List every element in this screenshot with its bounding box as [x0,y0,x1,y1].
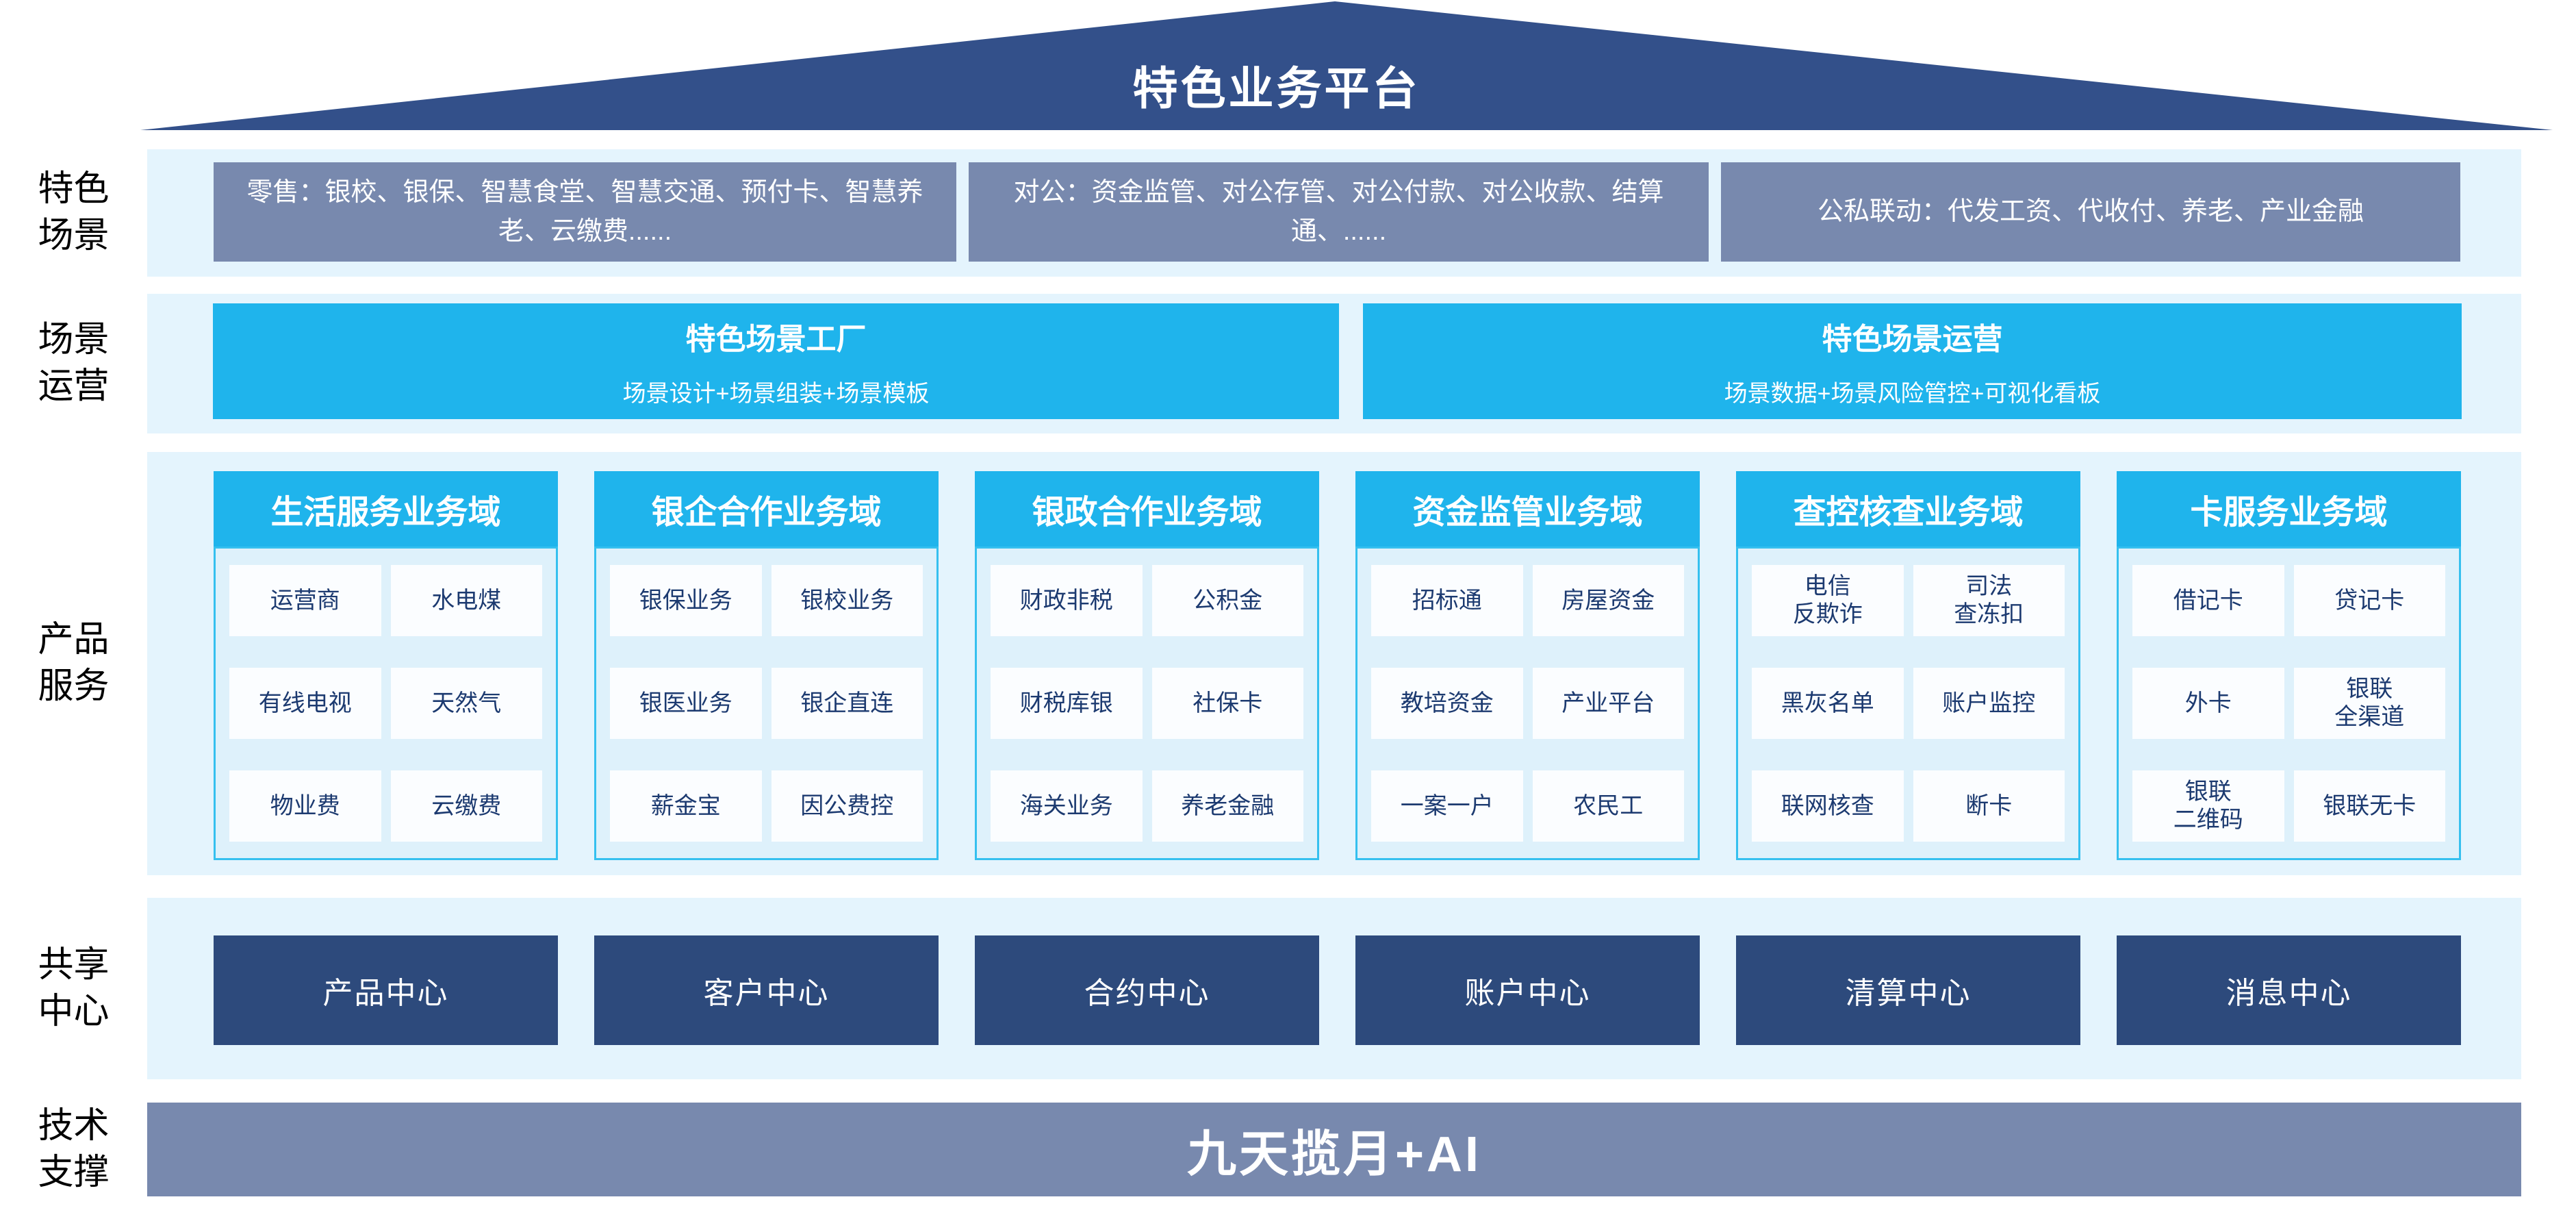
domain-cell: 财政非税 [991,565,1143,636]
domain-cell: 贷记卡 [2293,565,2445,636]
domain-panel: 银保业务 银校业务 银医业务 银企直连 薪金宝 因公费控 [594,546,939,860]
domain-cell: 云缴费 [390,770,542,842]
ops-box-scene-operation: 特色场景运营 场景数据+场景风险管控+可视化看板 [1363,303,2462,419]
side-label-scenes: 特色场景 [0,149,147,277]
scenes-band: 零售：银校、银保、智慧食堂、智慧交通、预付卡、智慧养老、云缴费...... 对公… [147,149,2521,277]
domain-cell: 账户监控 [1913,668,2065,739]
domain-cell: 银企直连 [771,668,923,739]
domain-panel: 借记卡 贷记卡 外卡 银联 全渠道 银联 二维码 银联无卡 [2117,546,2461,860]
side-label-centers: 共享中心 [0,898,147,1079]
domain-cell: 农民工 [1532,770,1684,842]
products-band: 生活服务业务域 运营商 水电煤 有线电视 天然气 物业费 云缴费 银企合作业务域… [147,452,2521,875]
domain-fund-supervision: 资金监管业务域 招标通 房屋资金 教培资金 产业平台 一案一户 农民工 [1355,452,1700,875]
domain-cell: 司法 查冻扣 [1913,565,2065,636]
domain-cell: 招标通 [1371,565,1523,636]
domain-bank-enterprise: 银企合作业务域 银保业务 银校业务 银医业务 银企直连 薪金宝 因公费控 [594,452,939,875]
domain-cell: 联网核查 [1752,770,1904,842]
domain-cell: 电信 反欺诈 [1752,565,1904,636]
center-box-message: 消息中心 [2117,935,2461,1045]
domain-cell: 水电煤 [390,565,542,636]
domain-panel: 招标通 房屋资金 教培资金 产业平台 一案一户 农民工 [1355,546,1700,860]
domain-cell: 社保卡 [1151,668,1303,739]
side-label-products: 产品服务 [0,452,147,875]
domain-cell: 养老金融 [1151,770,1303,842]
domain-panel: 电信 反欺诈 司法 查冻扣 黑灰名单 账户监控 联网核查 断卡 [1736,546,2080,860]
domain-cell: 银联 二维码 [2132,770,2284,842]
domain-header: 查控核查业务域 [1736,471,2080,546]
side-label-operations-text: 场景运营 [38,320,110,406]
scene-box-public-private: 公私联动：代发工资、代收付、养老、产业金融 [1721,162,2460,262]
scene-box-retail: 零售：银校、银保、智慧食堂、智慧交通、预付卡、智慧养老、云缴费...... [214,162,956,262]
domain-life-services: 生活服务业务域 运营商 水电煤 有线电视 天然气 物业费 云缴费 [214,452,558,875]
center-box-product: 产品中心 [214,935,558,1045]
ops-box-subtitle: 场景设计+场景组装+场景模板 [622,381,930,407]
center-box-clearing: 清算中心 [1736,935,2080,1045]
domain-header: 生活服务业务域 [214,471,558,546]
side-label-scenes-text: 特色场景 [38,169,110,255]
domain-cell: 银校业务 [771,565,923,636]
domain-inquiry-control: 查控核查业务域 电信 反欺诈 司法 查冻扣 黑灰名单 账户监控 联网核查 断卡 [1736,452,2080,875]
domain-cell: 房屋资金 [1532,565,1684,636]
domain-cell: 银联 全渠道 [2293,668,2445,739]
domain-cell: 断卡 [1913,770,2065,842]
ops-box-subtitle: 场景数据+场景风险管控+可视化看板 [1724,381,2101,407]
scene-box-corporate: 对公：资金监管、对公存管、对公付款、对公收款、结算通、...... [969,162,1709,262]
domain-card-services: 卡服务业务域 借记卡 贷记卡 外卡 银联 全渠道 银联 二维码 银联无卡 [2117,452,2461,875]
side-label-tech: 技术支撑 [0,1103,147,1196]
side-label-products-text: 产品服务 [38,620,110,706]
domain-cell: 有线电视 [229,668,381,739]
domain-cell: 银保业务 [610,565,762,636]
domain-cell: 海关业务 [991,770,1143,842]
domain-cell: 产业平台 [1532,668,1684,739]
domain-bank-government: 银政合作业务域 财政非税 公积金 财税库银 社保卡 海关业务 养老金融 [975,452,1319,875]
domain-header: 卡服务业务域 [2117,471,2461,546]
domain-cell: 借记卡 [2132,565,2284,636]
ops-box-scene-factory: 特色场景工厂 场景设计+场景组装+场景模板 [213,303,1339,419]
centers-band: 产品中心 客户中心 合约中心 账户中心 清算中心 消息中心 [147,898,2521,1079]
ops-box-title: 特色场景运营 [1822,323,2003,356]
domain-cell: 黑灰名单 [1752,668,1904,739]
domain-cell: 公积金 [1151,565,1303,636]
domain-cell: 运营商 [229,565,381,636]
page-title: 特色业务平台 [1132,63,1420,114]
domain-panel: 运营商 水电煤 有线电视 天然气 物业费 云缴费 [214,546,558,860]
ops-box-title: 特色场景工厂 [685,323,867,356]
tech-support-bar: 九天揽月+AI [147,1103,2521,1196]
domain-panel: 财政非税 公积金 财税库银 社保卡 海关业务 养老金融 [975,546,1319,860]
center-box-customer: 客户中心 [594,935,939,1045]
domain-cell: 天然气 [390,668,542,739]
domain-cell: 财税库银 [991,668,1143,739]
domain-cell: 一案一户 [1371,770,1523,842]
domain-cell: 教培资金 [1371,668,1523,739]
domain-header: 银政合作业务域 [975,471,1319,546]
domain-cell: 薪金宝 [610,770,762,842]
domain-header: 资金监管业务域 [1355,471,1700,546]
domain-cell: 银医业务 [610,668,762,739]
side-label-operations: 场景运营 [0,294,147,433]
side-label-tech-text: 技术支撑 [38,1105,110,1192]
domain-header: 银企合作业务域 [594,471,939,546]
domain-cell: 外卡 [2132,668,2284,739]
center-box-contract: 合约中心 [975,935,1319,1045]
side-label-centers-text: 共享中心 [38,944,110,1031]
domain-cell: 物业费 [229,770,381,842]
domain-cell: 因公费控 [771,770,923,842]
center-box-account: 账户中心 [1355,935,1700,1045]
operations-band: 特色场景工厂 场景设计+场景组装+场景模板 特色场景运营 场景数据+场景风险管控… [147,294,2521,433]
domain-cell: 银联无卡 [2293,770,2445,842]
